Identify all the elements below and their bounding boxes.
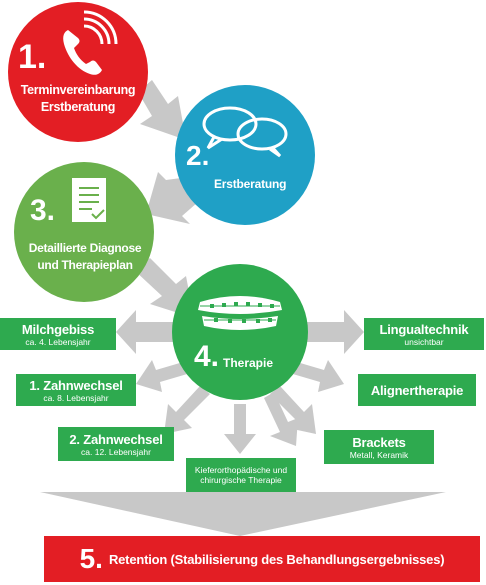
braces-teeth-icon: [198, 296, 282, 330]
arrow-1-to-2: [138, 80, 186, 140]
step-3-label-line1: Detaillierte Diagnose: [28, 241, 142, 255]
therapy-arrows: [116, 310, 364, 454]
option-zahnwechsel-1-title: 1. Zahnwechsel: [29, 377, 123, 393]
arrow-to-lingualtechnik: [290, 310, 364, 354]
step-2-circle: [175, 85, 315, 225]
funnel-arrow: [40, 492, 446, 536]
step-1-label: Terminvereinbarung Erstberatung: [12, 82, 144, 116]
arrow-to-extra-right: [264, 392, 298, 446]
clipboard-checklist-icon: [72, 178, 106, 222]
option-milchgebiss: Milchgebiss ca. 4. Lebensjahr: [0, 318, 116, 350]
arrow-to-brackets: [270, 386, 316, 434]
arrow-to-milchgebiss: [116, 310, 190, 354]
step-5-label: Retention (Stabilisierung des Behandlung…: [108, 551, 445, 567]
step-3-label: Detaillierte Diagnose und Therapieplan: [14, 240, 156, 274]
step-2-label: Erstberatung: [214, 177, 287, 191]
option-brackets-title: Brackets: [352, 434, 406, 450]
option-milchgebiss-title: Milchgebiss: [21, 321, 95, 337]
step-4-number: 4.: [194, 340, 220, 373]
option-zahnwechsel-2: 2. Zahnwechsel ca. 12. Lebensjahr: [58, 427, 174, 461]
option-milchgebiss-subtitle: ca. 4. Lebensjahr: [25, 336, 91, 347]
step-1-number: 1.: [18, 38, 47, 76]
option-alignertherapie-title: Alignertherapie: [370, 382, 464, 398]
step-1-label-line1: Terminvereinbarung: [20, 83, 136, 97]
step-3-number: 3.: [30, 194, 56, 227]
option-zahnwechsel-2-title: 2. Zahnwechsel: [69, 431, 163, 447]
step-2-number: 2.: [186, 140, 210, 171]
option-zahnwechsel-1-subtitle: ca. 8. Lebensjahr: [43, 392, 109, 403]
phone-icon: [63, 10, 118, 75]
step-3-label-line2: und Therapieplan: [37, 258, 133, 272]
option-alignertherapie: Alignertherapie: [358, 374, 476, 406]
step-1-label-line2: Erstberatung: [40, 100, 116, 114]
arrow-to-kiefer: [224, 404, 256, 454]
step-1-circle: [8, 2, 148, 142]
option-kiefer: Kieferorthopädische und chirurgische The…: [186, 458, 296, 492]
option-kiefer-line2: chirurgische Therapie: [200, 475, 282, 485]
retention-bar: 5. Retention (Stabilisierung des Behandl…: [44, 536, 480, 582]
arrow-to-zahnwechsel2: [164, 386, 210, 434]
option-zahnwechsel-1: 1. Zahnwechsel ca. 8. Lebensjahr: [16, 374, 136, 406]
step-4-label: Therapie: [223, 356, 274, 370]
option-brackets-subtitle: Metall, Keramik: [349, 449, 409, 460]
option-lingualtechnik: Lingualtechnik unsichtbar: [364, 318, 484, 350]
step-4-circle: [172, 264, 308, 400]
arrow-to-alignertherapie: [286, 360, 344, 392]
option-brackets: Brackets Metall, Keramik: [324, 430, 434, 464]
step-5-number: 5.: [79, 543, 103, 574]
step-3-circle: [14, 162, 154, 302]
option-lingualtechnik-title: Lingualtechnik: [379, 321, 469, 337]
option-zahnwechsel-2-subtitle: ca. 12. Lebensjahr: [81, 446, 151, 457]
option-kiefer-line1: Kieferorthopädische und: [194, 465, 288, 475]
speech-bubbles-icon: [202, 106, 288, 158]
arrow-to-zahnwechsel1: [136, 360, 194, 392]
option-lingualtechnik-subtitle: unsichtbar: [404, 336, 444, 347]
